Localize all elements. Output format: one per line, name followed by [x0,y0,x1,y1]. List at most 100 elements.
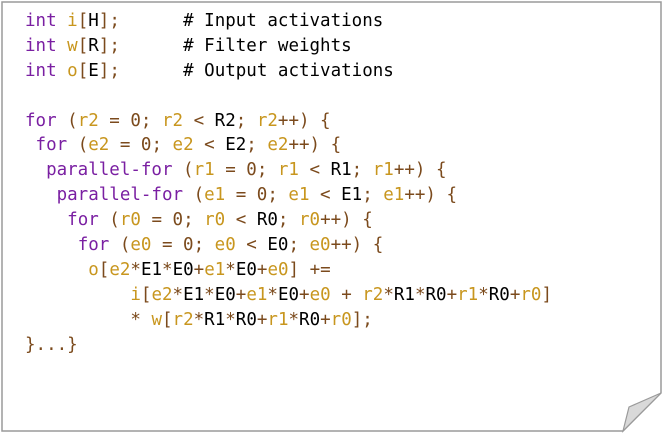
variable-token: r2 [161,110,184,131]
punctuation-token: ++) { [393,160,447,181]
punctuation-token: ; [288,235,310,256]
variable-token: o [88,259,99,280]
punctuation-token [25,135,36,155]
punctuation-token: ++) { [330,235,384,256]
punctuation-token: + [446,284,458,305]
variable-token: e2 [109,259,131,280]
punctuation-token: ; [235,110,257,131]
variable-token: r0 [298,210,321,231]
variable-token: e2 [88,135,110,156]
keyword-token: for [67,210,99,231]
punctuation-token: * [25,309,152,330]
punctuation-token: + [256,309,268,330]
variable-token: e0 [267,259,289,280]
punctuation-token: + [256,259,268,280]
keyword-token: int [25,35,57,56]
punctuation-token: + [235,284,247,305]
keyword-token: int [25,11,57,31]
code-line: parallel-for (r1 = 0; r1 < R1; r1++) { [25,158,552,183]
punctuation-token: ++) { [320,210,373,231]
variable-token: r1 [267,309,289,330]
identifier-token: R0 [425,284,447,305]
code-line: }...} [25,333,552,358]
variable-token: r0 [520,284,542,305]
punctuation-token: [ [140,284,152,305]
punctuation-token: < [235,235,268,256]
identifier-token: E0 [214,284,236,305]
identifier-token: R0 [235,309,257,330]
punctuation-token: + [509,284,521,305]
code-line: for (r0 = 0; r0 < R0; r0++) { [25,208,552,233]
punctuation-token: ( [172,160,194,181]
punctuation-token: = 0; [214,160,278,181]
variable-token: r1 [457,284,479,305]
punctuation-token: ; [277,210,299,231]
identifier-token: E0 [172,259,194,280]
punctuation-token: = 0; [109,135,173,156]
punctuation-token: = 0; [98,110,162,131]
punctuation-token: + [193,259,205,280]
code-line: parallel-for (e1 = 0; e1 < E1; e1++) { [25,183,552,208]
punctuation-token: * [172,284,184,305]
punctuation-token: < [183,110,215,131]
variable-token: e0 [309,284,331,305]
code-line: for (e0 = 0; e0 < E0; e0++) { [25,233,552,258]
comment-token: # Output activations [183,60,394,81]
variable-token: r1 [372,160,394,181]
punctuation-token: * [267,284,278,305]
comment-token: # Filter weights [183,35,352,56]
identifier-token: E0 [277,284,300,305]
punctuation-token: ++) { [288,135,342,156]
punctuation-token: * [193,309,205,330]
punctuation-token: = 0; [140,210,205,231]
punctuation-token: [ [98,259,110,280]
punctuation-token [25,235,78,255]
punctuation-token: < [298,160,331,181]
punctuation-token: * [288,309,300,330]
punctuation-token: ; [351,160,373,181]
variable-token: r2 [172,309,194,330]
punctuation-token [57,61,68,81]
code-line: int i[H]; # Input activations [25,9,552,34]
code-line: i[e2*E1*E0+e1*E0+e0 + r2*R1*R0+r1*R0+r0] [25,283,552,308]
identifier-token: R0 [488,284,510,305]
identifier-token: R1 [393,284,415,305]
variable-token: r2 [362,284,384,305]
identifier-token: R1 [330,160,352,181]
punctuation-token [25,260,88,280]
variable-token: i [67,11,78,31]
punctuation-token: * [225,309,236,330]
code-line: for (e2 = 0; e2 < E2; e2++) { [25,133,552,158]
punctuation-token: ]; [351,309,373,330]
keyword-token: for [77,235,110,256]
code-line: int o[E]; # Output activations [25,59,552,84]
punctuation-token: ; [362,185,384,206]
punctuation-token: + [320,309,331,330]
punctuation-token: }...} [25,334,78,355]
code-line: o[e2*E1*E0+e1*E0+e0] += [25,258,552,283]
identifier-token: E2 [225,135,247,156]
folded-corner-icon [621,392,662,433]
identifier-token: R2 [214,110,236,131]
punctuation-token: * [383,284,394,305]
punctuation-token: < [225,210,257,231]
punctuation-token [25,185,57,205]
variable-token: e1 [383,185,405,206]
code-line: int w[R]; # Filter weights [25,34,552,59]
identifier-token: R [88,35,99,56]
variable-token: e0 [309,235,331,256]
variable-token: r0 [204,210,226,231]
punctuation-token: ]; [98,35,184,56]
variable-token: e0 [130,235,152,256]
variable-token: e1 [204,185,226,206]
punctuation-token: * [478,284,489,305]
variable-token: e1 [288,185,310,206]
punctuation-token [57,36,68,56]
keyword-token: parallel-for [56,185,184,206]
punctuation-token: ++) { [404,185,458,206]
variable-token: i [130,284,141,305]
comment-token: # Input activations [183,11,384,31]
keyword-token: int [25,60,57,81]
punctuation-token: + [299,284,310,305]
